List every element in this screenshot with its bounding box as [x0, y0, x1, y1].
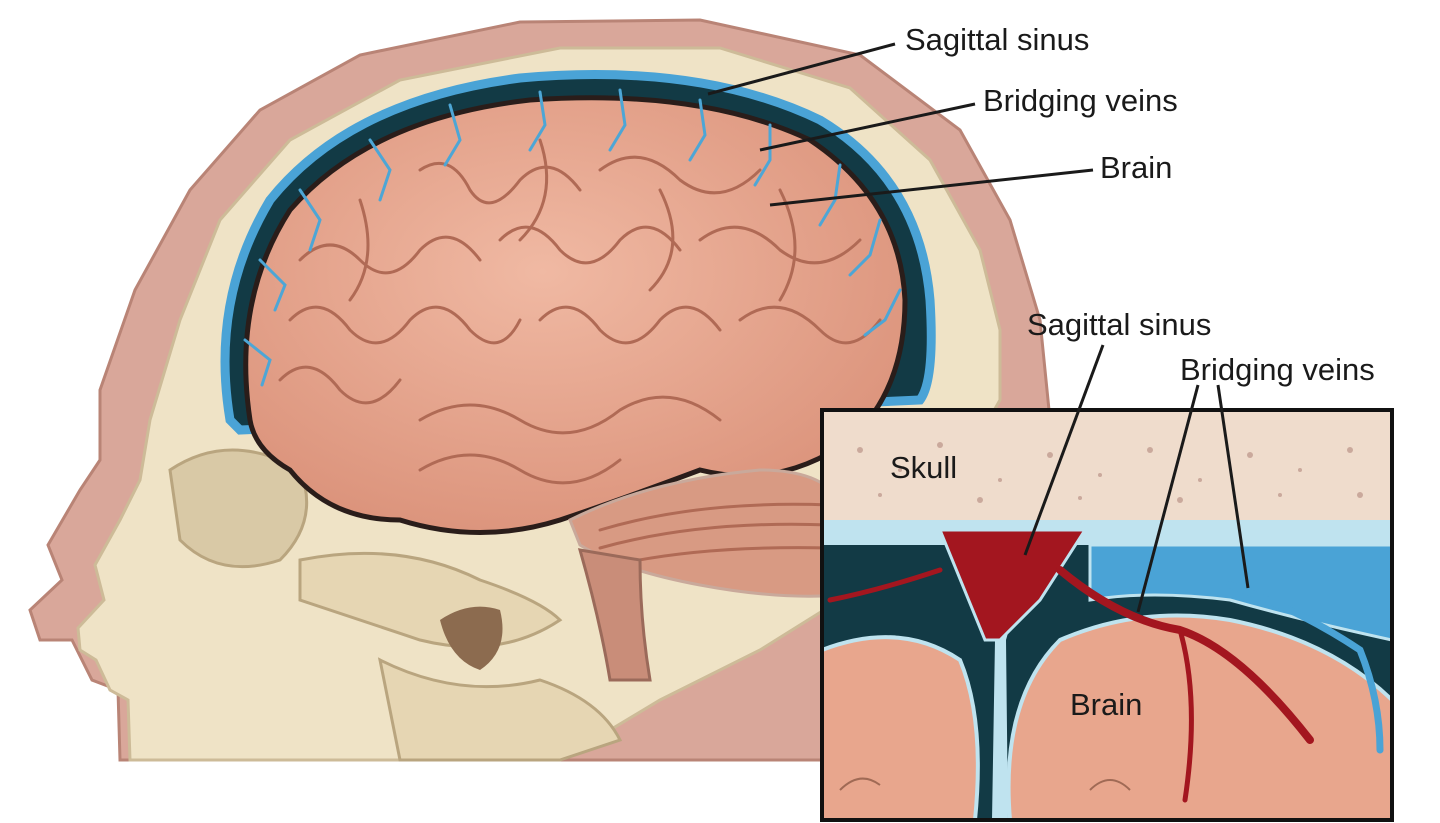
- inset-label-sagittal-sinus: Sagittal sinus: [1027, 307, 1211, 342]
- inset-blue-vein: [1226, 581, 1384, 754]
- inset-border: [820, 408, 1394, 822]
- inset-label-skull: Skull: [890, 450, 957, 485]
- inset-sagittal-sinus: [937, 528, 1088, 642]
- inset-label-bridging-veins: Bridging veins: [1180, 352, 1375, 387]
- inset-label-brain: Brain: [1070, 687, 1142, 722]
- brain-cerebrum: [243, 95, 908, 535]
- leader-inset-bridging-veins-1: [1136, 384, 1200, 613]
- main-label-sagittal-sinus: Sagittal sinus: [905, 22, 1089, 57]
- leader-main-brain: [769, 168, 1094, 207]
- inset-skull-band: [822, 410, 1392, 520]
- eye-socket: [168, 448, 309, 569]
- leader-main-sagittal-sinus: [707, 42, 896, 96]
- brain-gyri: [278, 138, 882, 485]
- inset-brain-right: [1006, 613, 1392, 820]
- main-label-brain: Brain: [1100, 150, 1172, 185]
- inset-skull-texture: [857, 442, 1363, 503]
- brain-stem: [577, 548, 652, 682]
- inset-brain-left: [822, 635, 980, 820]
- jaw-hole: [440, 606, 503, 670]
- inset-panel: [820, 408, 1394, 822]
- leader-main-bridging-veins: [759, 102, 976, 152]
- main-bridging-veins: [243, 88, 902, 387]
- jaw: [377, 657, 623, 762]
- leader-inset-bridging-veins-2: [1216, 384, 1250, 589]
- main-label-bridging-veins: Bridging veins: [983, 83, 1178, 118]
- leader-inset-sagittal-sinus: [1023, 344, 1105, 556]
